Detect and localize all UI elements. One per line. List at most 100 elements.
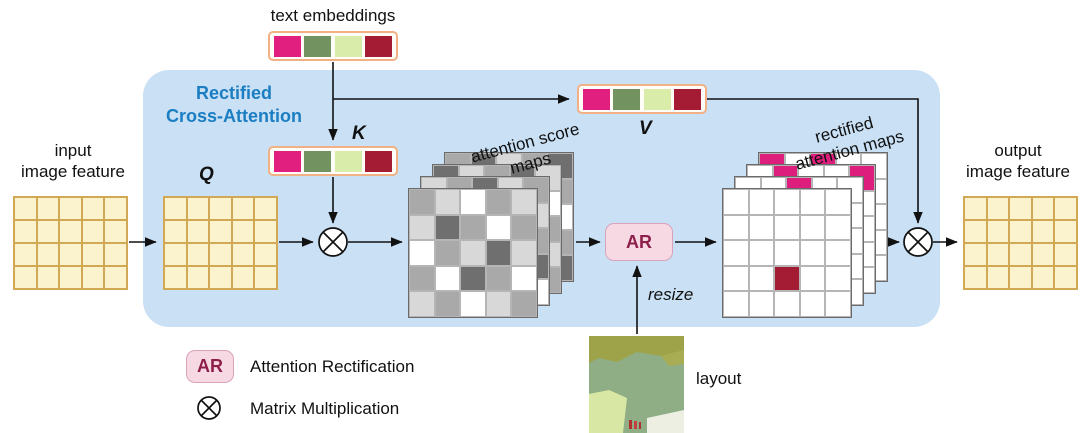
output-feature-grid: [963, 196, 1078, 290]
map-cell: [511, 214, 537, 241]
feature-cell: [254, 197, 277, 220]
input-feature-label-line1: input: [54, 141, 92, 160]
q-label: Q: [199, 164, 214, 185]
feature-cell: [36, 243, 60, 266]
map-cell: [511, 189, 537, 215]
map-cell: [511, 265, 537, 292]
feature-cell: [964, 220, 987, 243]
layout-label: layout: [696, 369, 742, 388]
ar-block: AR: [605, 223, 673, 261]
layout-image: [589, 336, 684, 433]
feature-cell: [1054, 197, 1077, 220]
feature-cell: [164, 243, 187, 266]
map-cell: [825, 214, 851, 241]
map-cell: [511, 291, 537, 317]
input-feature-grid: [13, 196, 128, 290]
map-cell: [748, 240, 775, 266]
feature-cell: [209, 243, 232, 266]
map-cell: [485, 240, 512, 266]
map-cell: [799, 265, 826, 292]
map-cell: [434, 189, 461, 215]
embedding-token-swatch: [273, 35, 301, 57]
feature-cell: [59, 197, 82, 220]
feature-cell: [209, 197, 232, 220]
embedding-token-swatch: [674, 88, 702, 110]
feature-cell: [1054, 266, 1077, 289]
feature-cell: [14, 266, 37, 289]
feature-cell: [104, 220, 127, 243]
map-cell: [774, 265, 800, 292]
feature-cell: [14, 197, 37, 220]
map-cell: [485, 214, 512, 241]
feature-cell: [254, 266, 277, 289]
feature-cell: [1009, 243, 1032, 266]
map-cell: [825, 291, 851, 317]
rca-title-line2: Cross-Attention: [166, 106, 302, 127]
feature-cell: [164, 197, 187, 220]
map-cell: [748, 214, 775, 241]
map-cell: [825, 189, 851, 215]
feature-cell: [986, 243, 1010, 266]
feature-cell: [59, 266, 82, 289]
map-cell: [434, 214, 461, 241]
map-cell: [723, 189, 749, 215]
map-cell: [774, 240, 800, 266]
map-cell: [799, 189, 826, 215]
embedding-token-swatch: [643, 88, 671, 110]
map-cell: [409, 240, 435, 266]
embedding-token-swatch: [334, 35, 362, 57]
map-cell: [434, 240, 461, 266]
map-cell: [723, 240, 749, 266]
map-cell: [723, 291, 749, 317]
map-cell: [799, 240, 826, 266]
output-feature-label-line2: image feature: [966, 161, 1070, 181]
embedding-token-swatch: [365, 35, 393, 57]
feature-cell: [254, 220, 277, 243]
output-feature-label: output image feature: [953, 141, 1080, 182]
attention-score-maps-stack: [408, 152, 574, 318]
feature-cell: [986, 197, 1010, 220]
embedding-token-swatch: [365, 150, 393, 172]
map-cell: [748, 189, 775, 215]
feature-cell: [1009, 266, 1032, 289]
feature-cell: [1054, 243, 1077, 266]
embedding-token-swatch: [334, 150, 362, 172]
feature-cell: [186, 266, 210, 289]
feature-cell: [104, 243, 127, 266]
map-cell: [460, 214, 486, 241]
map-cell: [825, 240, 851, 266]
output-feature-label-line1: output: [994, 141, 1042, 160]
map-cell: [434, 291, 461, 317]
feature-cell: [1009, 197, 1032, 220]
feature-cell: [986, 220, 1010, 243]
feature-cell: [186, 220, 210, 243]
map-cell: [774, 214, 800, 241]
feature-cell: [964, 266, 987, 289]
feature-cell: [104, 266, 127, 289]
map-cell: [485, 189, 512, 215]
text-embeddings-label: text embeddings: [270, 6, 396, 25]
embedding-token-swatch: [582, 88, 610, 110]
resize-label: resize: [648, 285, 694, 304]
legend-matmul-label: Matrix Multiplication: [250, 399, 400, 418]
map-cell: [409, 214, 435, 241]
feature-cell: [231, 197, 255, 220]
map-cell: [460, 240, 486, 266]
map-cell: [485, 265, 512, 292]
feature-cell: [186, 197, 210, 220]
map-cell: [434, 265, 461, 292]
feature-cell: [1031, 243, 1055, 266]
map-cell: [799, 214, 826, 241]
feature-cell: [1031, 220, 1055, 243]
legend-matmul-icon: [197, 396, 221, 420]
map-cell: [460, 291, 486, 317]
feature-cell: [1031, 197, 1055, 220]
feature-cell: [81, 197, 105, 220]
feature-cell: [231, 243, 255, 266]
map-cell: [485, 291, 512, 317]
feature-cell: [14, 243, 37, 266]
score-maps-layer: [408, 188, 538, 318]
text-embeddings-tokens: [268, 31, 398, 61]
feature-cell: [59, 243, 82, 266]
